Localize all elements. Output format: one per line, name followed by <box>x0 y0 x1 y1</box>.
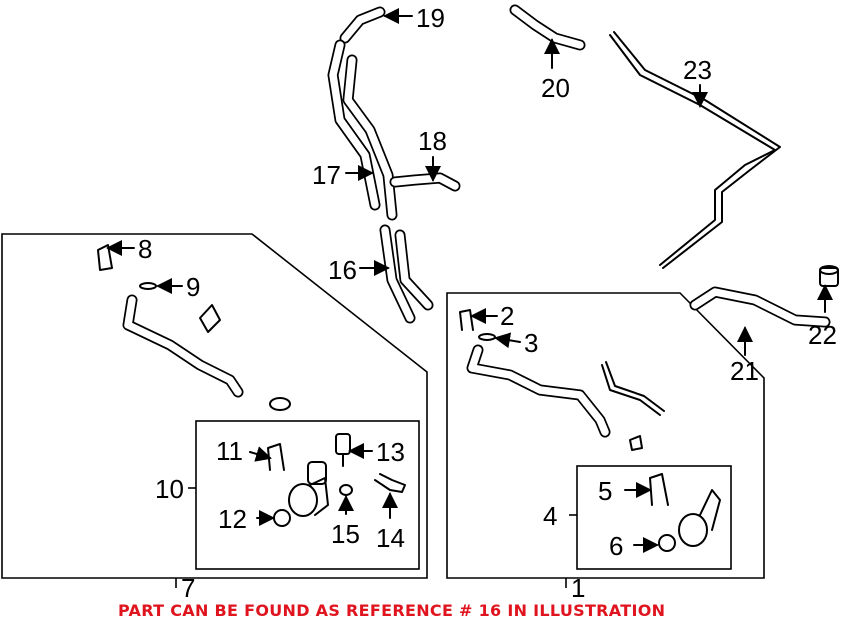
subgroup-box-10 <box>195 420 420 570</box>
hose-group-1 <box>466 344 665 438</box>
group-box-7 <box>1 233 428 579</box>
callout-11: 11 <box>216 436 243 466</box>
thermostat-housing-10 <box>288 461 329 517</box>
cap-22 <box>819 265 839 287</box>
callout-13: 13 <box>376 437 405 467</box>
clamp-2 <box>459 309 474 331</box>
clamp-5 <box>649 473 669 506</box>
callout-5: 5 <box>598 476 612 506</box>
callout-20: 20 <box>541 73 570 103</box>
thermostat-housing-4 <box>678 489 721 547</box>
clamp <box>629 435 643 451</box>
o-ring-15 <box>339 484 353 496</box>
pipe-23 <box>609 31 781 269</box>
hose-20 <box>509 4 586 51</box>
callout-18: 18 <box>418 126 447 156</box>
callout-12: 12 <box>218 504 247 534</box>
callout-1: 1 <box>571 573 585 603</box>
callout-22: 22 <box>808 320 837 350</box>
hose-14 <box>374 473 406 493</box>
callout-21: 21 <box>730 356 759 386</box>
pipe-17 <box>327 39 398 221</box>
subgroup-box-4 <box>576 465 732 570</box>
o-ring-9 <box>139 282 157 290</box>
clamp-ring <box>269 397 291 411</box>
callout-14: 14 <box>376 523 405 553</box>
connector-13 <box>335 433 351 467</box>
callout-4: 4 <box>543 501 557 531</box>
o-ring-12 <box>273 509 291 527</box>
clamp-11 <box>267 443 285 471</box>
callout-7: 7 <box>181 573 195 603</box>
callout-16: 16 <box>328 255 357 285</box>
callout-8: 8 <box>138 234 152 264</box>
callout-23: 23 <box>683 55 712 85</box>
callout-2: 2 <box>500 301 514 331</box>
hose-19 <box>339 6 386 44</box>
reference-note: PART CAN BE FOUND AS REFERENCE # 16 IN I… <box>118 601 666 620</box>
hose-18 <box>389 172 461 192</box>
callout-17: 17 <box>312 160 341 190</box>
callout-3: 3 <box>524 328 538 358</box>
group-box-1 <box>446 292 765 579</box>
hose-16 <box>379 224 434 324</box>
callout-9: 9 <box>186 272 200 302</box>
pipe-21 <box>689 286 831 328</box>
hose-group-7 <box>122 294 244 398</box>
callout-19: 19 <box>416 3 445 33</box>
callout-15: 15 <box>331 519 360 549</box>
callout-10: 10 <box>155 474 184 504</box>
callout-6: 6 <box>609 531 623 561</box>
o-ring-6 <box>658 534 676 552</box>
clamp <box>199 304 221 333</box>
callout-arrows <box>106 8 833 553</box>
o-ring-3 <box>478 333 496 341</box>
